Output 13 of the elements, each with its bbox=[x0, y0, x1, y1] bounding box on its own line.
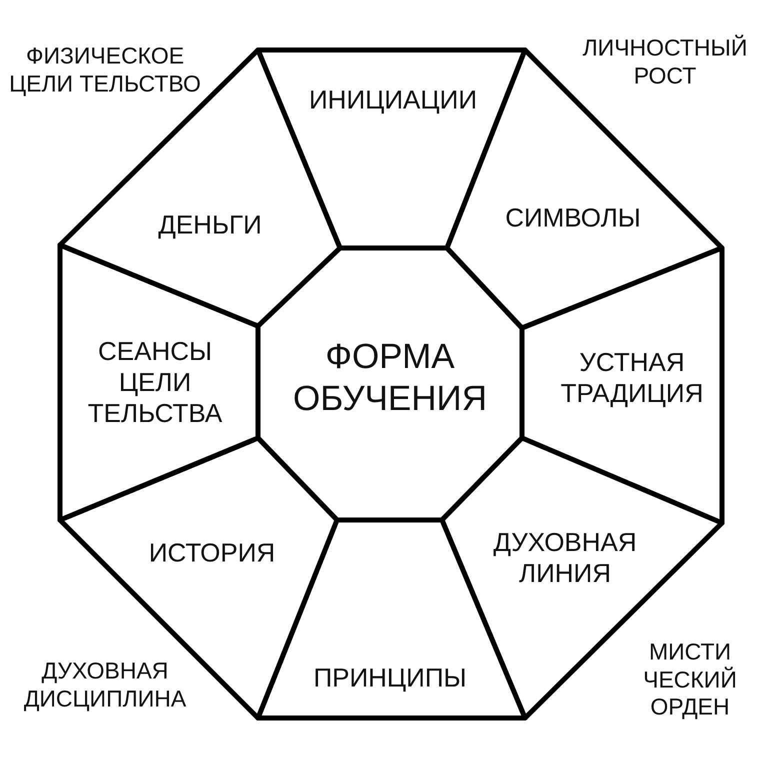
segment-label: СИМВОЛЫ bbox=[504, 202, 642, 234]
corner-label: ДУХОВНАЯ ДИСЦИПЛИНА bbox=[22, 657, 188, 713]
corner-label: ЛИЧНОСТНЫЙ РОСТ bbox=[582, 34, 748, 90]
segment-label: УСТНАЯ ТРАДИЦИЯ bbox=[560, 346, 704, 410]
segment-label: ДУХОВНАЯ ЛИНИЯ bbox=[492, 526, 638, 590]
corner-label: ФИЗИЧЕСКОЕ ЦЕЛИ ТЕЛЬСТВО bbox=[8, 42, 202, 98]
segment-label: ИСТОРИЯ bbox=[148, 537, 276, 569]
center-title: ФОРМА ОБУЧЕНИЯ bbox=[292, 336, 488, 420]
segment-label: ИНИЦИАЦИИ bbox=[308, 84, 478, 116]
segment-label: СЕАНСЫ ЦЕЛИ ТЕЛЬСТВА bbox=[86, 336, 224, 430]
segment-label: ПРИНЦИПЫ bbox=[312, 662, 468, 694]
segment-label: ДЕНЬГИ bbox=[157, 209, 263, 241]
corner-label: МИСТИ ЧЕСКИЙ ОРДЕН bbox=[642, 638, 738, 722]
